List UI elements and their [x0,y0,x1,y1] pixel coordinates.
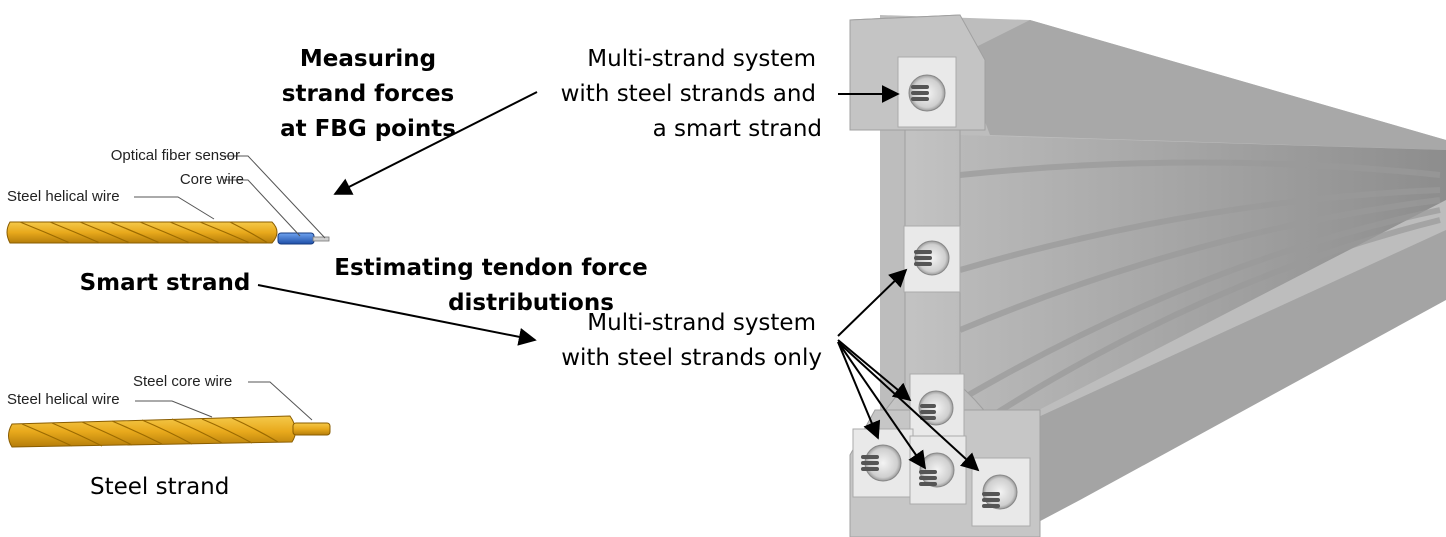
annotation-multi-smart-line-2: with steel strands and [560,81,816,107]
anchor-lower [909,373,965,441]
arrow-measuring [333,91,538,195]
girder-top-flange-side [960,20,1446,150]
annotation-multi-smart: Multi-strand system with steel strands a… [520,42,822,147]
annotation-estimating-line-2: distributions [448,290,614,316]
smart-strand-helix-lines [19,221,269,244]
girder-tendon-ridges [958,159,1441,433]
arrow-multi-steel-1 [837,268,908,337]
steel-strand-body [8,415,296,448]
steel-strand-leader-lines [135,381,313,421]
steel-strand-drawing [8,381,331,448]
arrow-multi-steel-2 [837,339,912,402]
smart-strand-drawing [6,155,330,245]
annotation-measuring: Measuring strand forces at FBG points [268,42,468,147]
annotation-estimating: Estimating tendon force distributions [330,251,652,321]
label-steel-steel-helical-wire: Steel helical wire [7,391,120,408]
annotation-multi-steel-line-1: Multi-strand system [587,310,816,336]
smart-strand-body [6,221,278,244]
smart-strand-optical-fiber [312,236,330,242]
arrow-multi-steel-3 [837,341,881,440]
label-optical-fiber-sensor: Optical fiber sensor [110,147,240,164]
anchor-bottom-right [971,457,1031,527]
annotation-multi-smart-line-3: a smart strand [652,116,822,142]
steel-strand-core-wire [292,422,331,436]
label-core-wire: Core wire [179,171,244,188]
annotation-measuring-line-3: at FBG points [280,116,456,142]
annotation-multi-steel-line-2: with steel strands only [561,345,822,371]
arrow-multi-steel-4 [837,341,927,470]
annotation-measuring-line-1: Measuring [299,46,437,72]
smart-strand-leader-lines [134,155,326,239]
anchor-bottom-middle [909,435,967,505]
anchor-middle [903,225,961,293]
steel-strand-caption: Steel strand [90,474,230,500]
smart-strand-core-wire [277,232,315,245]
arrows [257,85,980,472]
concrete-girder [849,14,1446,537]
annotation-measuring-line-2: strand forces [281,81,455,107]
label-smart-steel-helical-wire: Steel helical wire [7,188,120,205]
smart-strand-caption: Smart strand [79,270,251,296]
annotation-multi-steel: Multi-strand system with steel strands o… [520,306,822,376]
label-steel-core-wire: Steel core wire [133,373,233,390]
anchor-top [897,56,957,128]
annotation-multi-smart-line-1: Multi-strand system [587,46,816,72]
arrow-estimating [257,284,537,346]
girder-bottom-flange-side [1010,230,1446,537]
annotation-estimating-line-1: Estimating tendon force [334,255,648,281]
arrow-multi-steel-5 [837,341,980,472]
steel-strand-helix-lines [21,417,279,447]
anchor-bottom-left [852,428,914,498]
